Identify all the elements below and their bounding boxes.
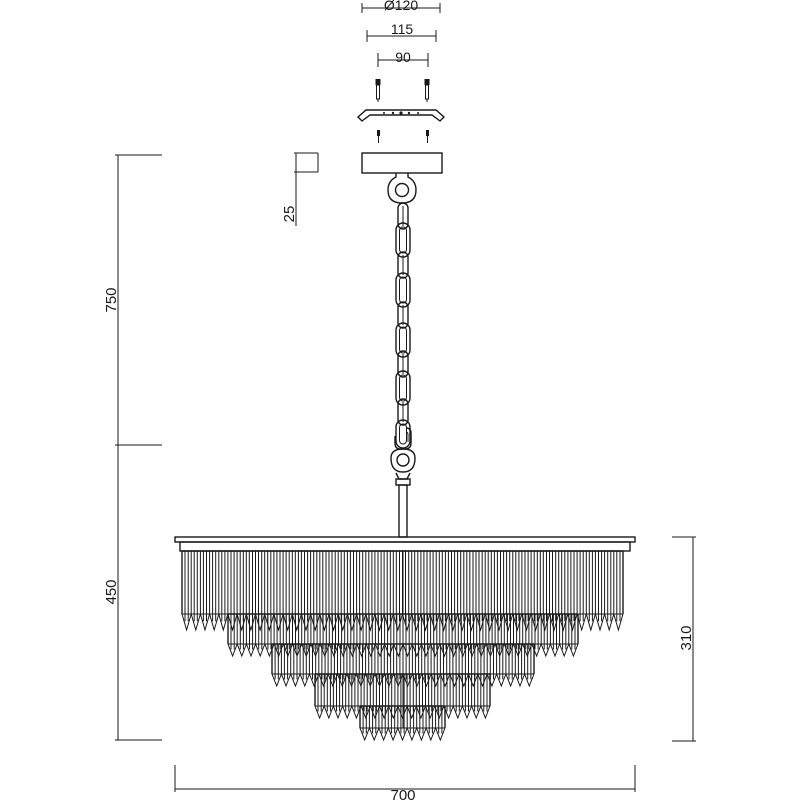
dim-width: 700: [174, 765, 636, 800]
dim-crystal-height: 310: [672, 536, 696, 742]
chain-link: [397, 350, 409, 378]
dim-label-crystal-height: 310: [678, 625, 695, 650]
dim-label-canopy-height: 25: [281, 206, 298, 223]
dim-canopy-mid: 115: [366, 21, 437, 42]
mounting-screws: [375, 79, 430, 102]
bracket-screws: [377, 130, 429, 143]
dim-canopy-inner: 90: [377, 49, 429, 67]
dim-label-total-drop: 750: [103, 287, 120, 312]
dim-body-height: 450: [103, 445, 162, 741]
dim-canopy-outer: Ø120: [361, 0, 441, 13]
top-frame-ring: [179, 541, 631, 552]
screw-icon: [424, 79, 430, 102]
screw-icon: [375, 79, 381, 102]
top-loop: [387, 173, 417, 204]
chain-link: [397, 301, 409, 329]
chain-link: [395, 419, 411, 449]
chain-link: [397, 202, 409, 230]
chain: [395, 202, 411, 449]
chandelier-body: [174, 536, 636, 742]
dim-canopy-height: 25: [281, 152, 319, 226]
chain-link: [397, 251, 409, 279]
dim-label-width: 700: [390, 787, 415, 800]
bottom-hook: [390, 427, 416, 486]
screw-icon: [377, 130, 380, 143]
crystal-tiers: [181, 550, 624, 742]
dim-label-canopy-outer: Ø120: [384, 0, 418, 13]
dim-label-canopy-mid: 115: [391, 21, 414, 37]
downrod: [398, 484, 408, 538]
top-frame-plate: [174, 536, 636, 543]
dim-label-body-height: 450: [103, 579, 120, 604]
mounting-bracket: [356, 109, 446, 122]
screw-icon: [426, 130, 429, 143]
dim-label-canopy-inner: 90: [395, 49, 411, 65]
canopy: [361, 152, 443, 174]
canopy-dimensions: Ø120 115 90: [361, 0, 441, 67]
chain-link: [397, 398, 409, 426]
dim-total-drop: 750: [103, 154, 162, 446]
crystal-tier: [359, 705, 446, 742]
chain-link: [395, 370, 411, 406]
